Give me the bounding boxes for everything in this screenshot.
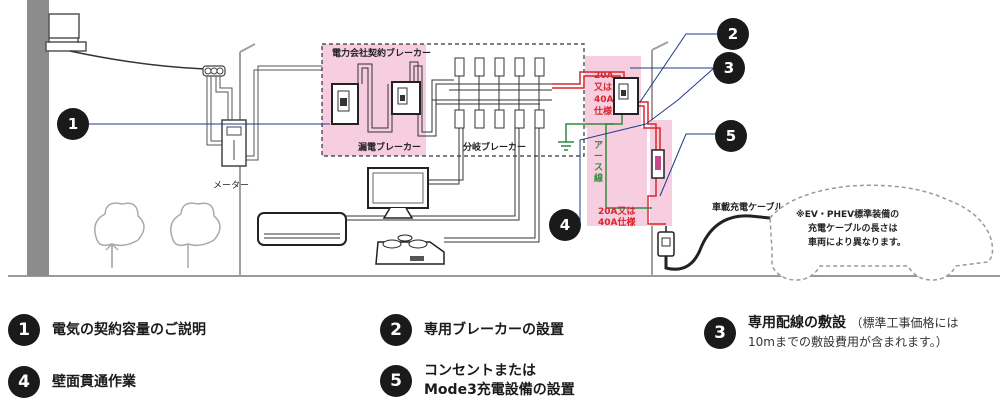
leakage-breaker-label: 漏電ブレーカー: [358, 141, 421, 153]
svg-text:1: 1: [68, 115, 78, 133]
badge-1: 1: [57, 108, 89, 140]
legend-label: 壁面貫通作業: [52, 373, 136, 390]
legend-text: 専用ブレーカーの設置: [424, 321, 564, 340]
legend-label-line-2: Mode3充電設備の設置: [424, 382, 575, 398]
earth-wire-label-3: ス: [594, 162, 603, 173]
ih-cooktop: [375, 234, 445, 265]
legend-text: コンセントまたは Mode3充電設備の設置: [424, 362, 575, 400]
legend-label: 電気の契約容量のご説明: [52, 321, 206, 338]
legend-number: 5: [380, 365, 412, 397]
dedicated-breaker: [613, 77, 639, 115]
earth-wire: [558, 110, 652, 209]
earth-wire-label-1: ア: [594, 140, 603, 151]
legend-item-2: 2 専用ブレーカーの設置: [380, 314, 564, 346]
note-line-3: 車両により異なります。: [808, 236, 906, 248]
badge-4: 4: [549, 209, 581, 241]
badge-2: 2: [717, 18, 749, 50]
legend-item-5: 5 コンセントまたは Mode3充電設備の設置: [380, 362, 575, 400]
legend-number: 1: [8, 314, 40, 346]
branch-bus-lines: [449, 76, 552, 110]
spec-top-line-1: 20A: [594, 71, 614, 81]
ev-wiring-diagram: メーター 電力会社契約ブレーカー 漏電ブレーカー 分岐ブレーカー: [8, 0, 1000, 281]
legend-text: 電気の契約容量のご説明: [52, 321, 206, 340]
legend-label: コンセントまたは: [424, 363, 536, 379]
earth-wire-label-2: ー: [594, 152, 603, 162]
earth-wire-label-4: 線: [594, 172, 603, 184]
charging-cable: [664, 214, 771, 271]
leakage-breaker: [391, 81, 421, 115]
badge-5: 5: [715, 120, 747, 152]
svg-text:5: 5: [726, 127, 736, 145]
meter: [221, 119, 247, 167]
legend-label: 専用配線の敷設: [748, 315, 846, 331]
badge-3: 3: [713, 52, 745, 84]
utility-pole: [27, 0, 87, 276]
spec-bottom-line-2: 40A仕様: [598, 216, 636, 228]
spec-top-line-4: 仕様: [593, 105, 613, 117]
wall-outlet: [651, 149, 665, 179]
branch-breaker-label: 分岐ブレーカー: [463, 141, 526, 153]
legend-item-1: 1 電気の契約容量のご説明: [8, 314, 206, 346]
legend-note: （標準工事価格には: [850, 316, 959, 330]
spec-bottom-line-1: 20A又は: [598, 206, 636, 217]
spec-top-line-3: 40A: [594, 95, 614, 105]
car-silhouette: [769, 184, 994, 281]
meter-label: メーター: [213, 180, 249, 191]
svg-text:3: 3: [724, 59, 734, 77]
svg-text:2: 2: [728, 25, 738, 43]
legend-item-3: 3 専用配線の敷設 （標準工事価格には 10mまでの敷設費用が含まれます。）: [704, 314, 958, 352]
legend-number: 4: [8, 366, 40, 398]
distribution-board-outline: [321, 43, 585, 157]
legend-number: 2: [380, 314, 412, 346]
legend-text: 専用配線の敷設 （標準工事価格には 10mまでの敷設費用が含まれます。）: [748, 314, 958, 352]
note-line-1: ※EV・PHEV標準装備の: [796, 208, 899, 220]
board-wiring: [357, 61, 540, 137]
legend-note-line-2: 10mまでの敷設費用が含まれます。）: [748, 335, 948, 349]
contract-breaker-label: 電力会社契約ブレーカー: [332, 47, 431, 59]
appliance-wiring: [346, 128, 540, 243]
legend-item-4: 4 壁面貫通作業: [8, 366, 136, 398]
trees: [94, 202, 221, 268]
spec-top-line-2: 又は: [593, 82, 612, 93]
legend-text: 壁面貫通作業: [52, 373, 136, 392]
air-conditioner: [257, 212, 347, 246]
dedicated-wiring-highlight: [587, 128, 647, 226]
legend-number: 3: [704, 317, 736, 349]
legend-label: 専用ブレーカーの設置: [424, 321, 564, 338]
service-drop-wire: [69, 50, 206, 70]
contract-breaker: [331, 83, 359, 125]
vehicle-cable-label: 車載充電ケーブル: [712, 201, 783, 213]
tv: [367, 167, 429, 219]
note-line-2: 充電ケーブルの長さは: [808, 222, 897, 234]
insulators: [202, 65, 226, 77]
exterior-outlet: [657, 226, 675, 257]
svg-text:4: 4: [560, 216, 570, 234]
dedicated-red-wiring: [552, 71, 666, 225]
badge-leader-lines: [88, 33, 718, 222]
